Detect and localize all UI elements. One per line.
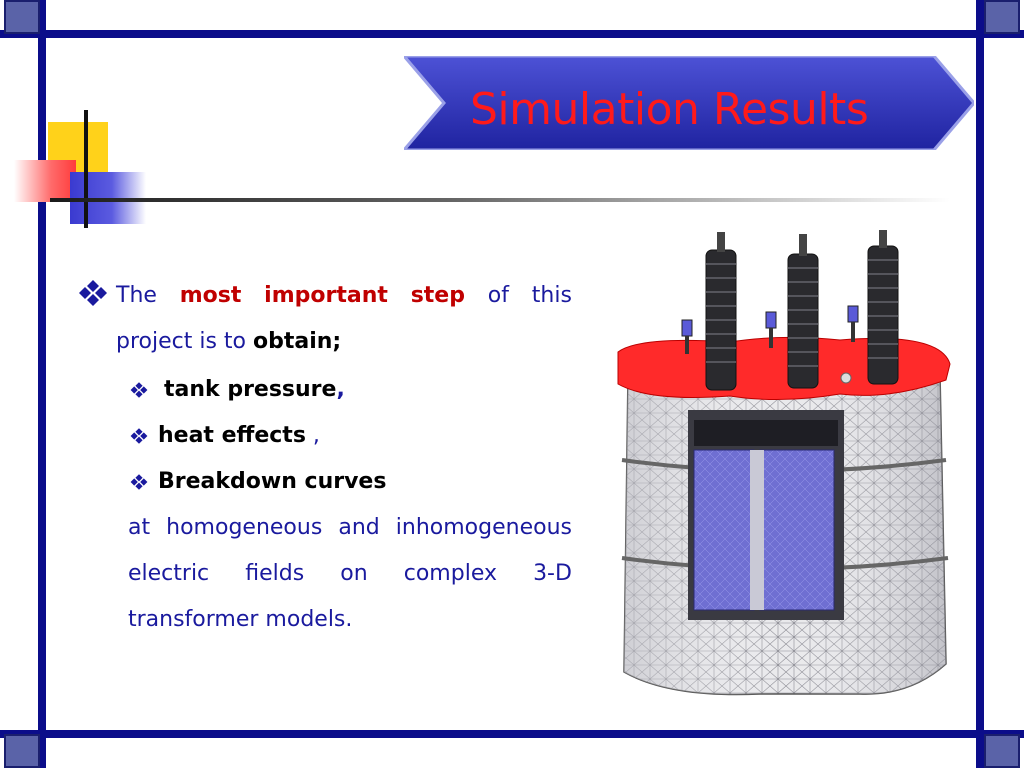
sub-item-label: heat effects bbox=[158, 423, 306, 448]
slide-title: Simulation Results bbox=[470, 84, 869, 135]
word-most: most bbox=[179, 283, 242, 308]
sub-item-heat-effects: heat effects , bbox=[130, 416, 320, 456]
word-step: step bbox=[410, 283, 465, 308]
tail-word: homogeneous bbox=[166, 515, 323, 540]
tail-word: fields bbox=[245, 561, 305, 586]
sub-item-suffix: , bbox=[305, 423, 320, 448]
tail-word: 3-D bbox=[533, 561, 572, 586]
tail-word: on bbox=[340, 561, 368, 586]
frame-left bbox=[38, 0, 46, 768]
intro-line-2: project is to obtain; bbox=[116, 322, 341, 362]
diamond-cluster-icon bbox=[79, 280, 107, 306]
diamond-cluster-icon bbox=[130, 382, 148, 398]
intro-prefix: project is to bbox=[116, 329, 253, 354]
title-rule bbox=[50, 198, 950, 202]
tail-text: transformer models. bbox=[128, 607, 353, 632]
corner-square-tl bbox=[4, 0, 40, 34]
tail-line-3: transformer models. bbox=[128, 600, 352, 640]
sub-item-label: tank pressure bbox=[164, 377, 337, 402]
tail-word: at bbox=[128, 515, 151, 540]
frame-right bbox=[976, 0, 984, 768]
tail-line-1: at homogeneous and inhomogeneous bbox=[128, 508, 572, 548]
word-of: of bbox=[487, 283, 509, 308]
word-important: important bbox=[264, 283, 388, 308]
tail-word: inhomogeneous bbox=[395, 515, 572, 540]
corner-square-br bbox=[984, 734, 1020, 768]
word-this: this bbox=[531, 283, 572, 308]
corner-square-tr bbox=[984, 0, 1020, 34]
word-the: The bbox=[116, 283, 157, 308]
frame-bottom bbox=[0, 730, 1024, 738]
tail-word: electric bbox=[128, 561, 210, 586]
sub-item-label: Breakdown curves bbox=[158, 469, 387, 494]
tail-word: complex bbox=[403, 561, 497, 586]
sub-item-suffix: , bbox=[336, 377, 345, 402]
sub-item-breakdown-curves: Breakdown curves bbox=[130, 462, 386, 502]
intro-line-1: The most important step of this bbox=[116, 276, 572, 316]
tail-word: and bbox=[338, 515, 380, 540]
frame-top bbox=[0, 30, 1024, 38]
sub-item-tank-pressure: tank pressure, bbox=[130, 370, 345, 410]
diamond-cluster-icon bbox=[130, 428, 148, 444]
diamond-cluster-icon bbox=[130, 474, 148, 490]
corner-square-bl bbox=[4, 734, 40, 768]
title-banner bbox=[404, 56, 974, 150]
tail-line-2: electric fields on complex 3-D bbox=[128, 554, 572, 594]
transformer-model-image bbox=[617, 230, 951, 696]
intro-bold: obtain; bbox=[253, 329, 342, 354]
